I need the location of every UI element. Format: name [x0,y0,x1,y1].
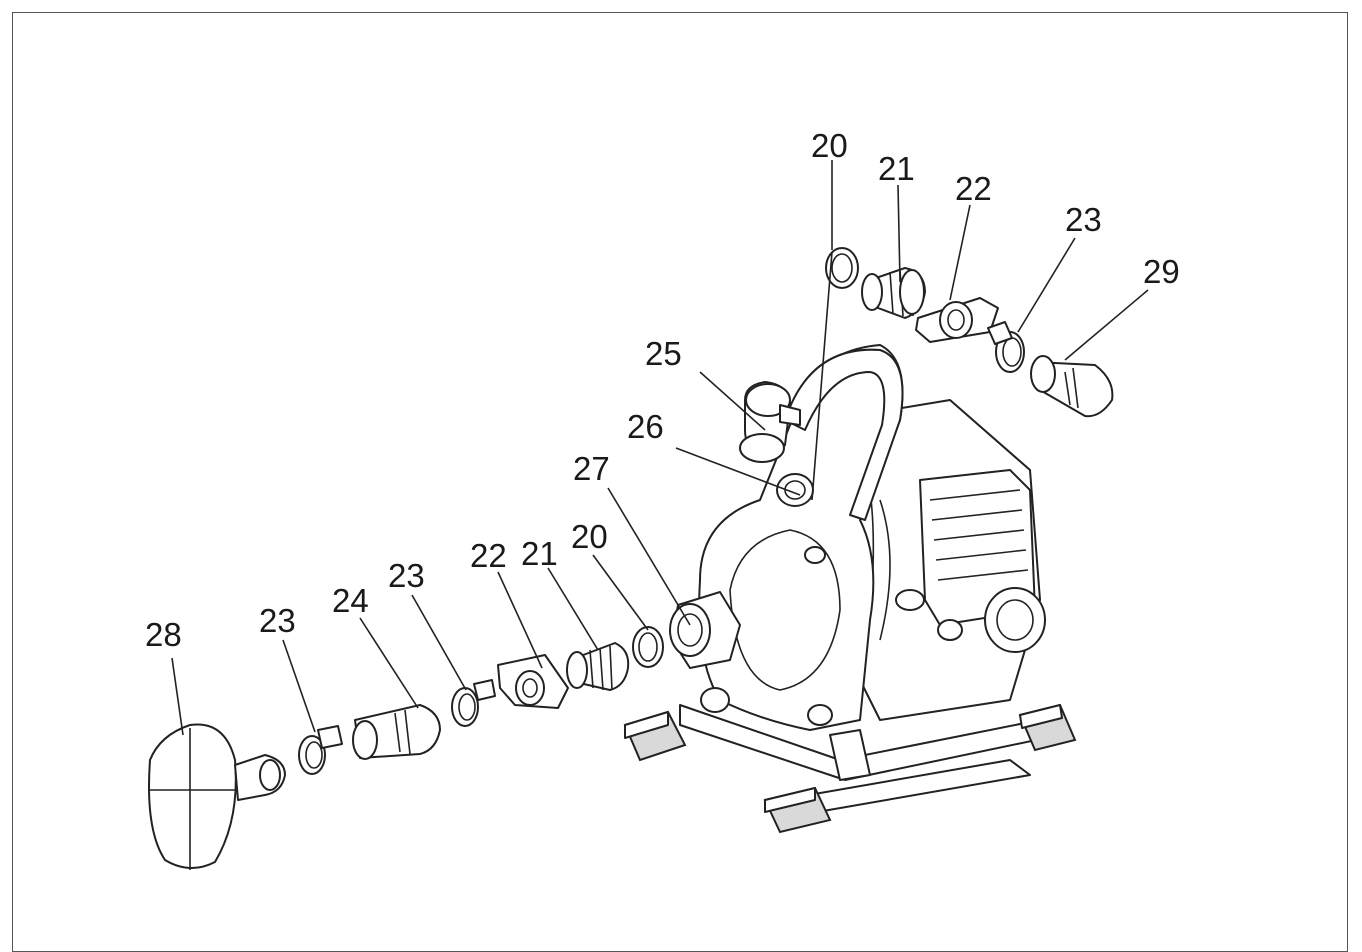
lower-hose-coupling [566,642,630,691]
callout-20-upper: 20 [811,127,848,164]
left-hose-clamp [298,725,343,775]
callout-27: 27 [573,450,610,487]
suction-port [669,591,741,669]
callout-24: 24 [332,582,369,619]
strainer [148,723,286,870]
base-frame [623,703,1077,834]
callout-22-upper: 22 [955,170,992,207]
lower-coupling-nut [497,654,569,709]
lower-gasket [632,626,664,668]
callout-23-upper: 23 [1065,201,1102,238]
upper-hose-clamp [987,321,1025,373]
callout-25: 25 [645,335,682,372]
suction-hose-lower [352,704,441,760]
callout-29: 29 [1143,253,1180,290]
callout-labels: 20 21 22 23 29 25 26 27 20 21 22 23 24 2… [145,127,1180,653]
callout-20-lower: 20 [571,518,608,555]
mid-hose-clamp [451,679,496,727]
upper-coupling-nut [915,297,999,343]
callout-23-left: 23 [259,602,296,639]
callout-21-lower: 21 [521,535,558,572]
leader-lines [171,160,1149,736]
suction-hose-upper [1030,355,1114,418]
callout-28: 28 [145,616,182,653]
upper-gasket [825,247,859,289]
callout-21-upper: 21 [878,150,915,187]
callout-23-mid: 23 [388,557,425,594]
discharge-port [776,473,814,507]
pump-assembly [623,344,1077,834]
callout-26: 26 [627,408,664,445]
priming-cap [739,381,801,463]
callout-22-lower: 22 [470,537,507,574]
upper-hose-coupling [861,267,926,319]
